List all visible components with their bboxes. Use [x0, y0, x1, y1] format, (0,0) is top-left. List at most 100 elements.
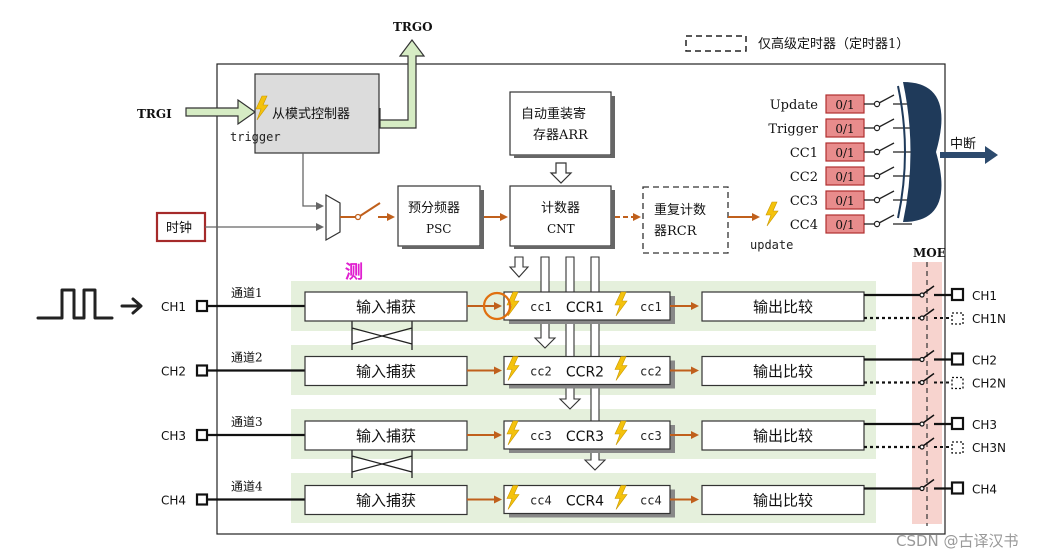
input-pin-2 — [195, 364, 209, 377]
cc-flag-label-right-3: cc3 — [640, 429, 662, 443]
input-capture-4 — [304, 484, 468, 516]
interrupt-label-cc1: CC1 — [790, 146, 818, 161]
clock-box — [155, 211, 207, 243]
cc-flag-label-left-3: cc3 — [530, 429, 552, 443]
interrupt-flag-value: 0/1 — [835, 170, 854, 184]
interrupt-enable-switch — [878, 166, 895, 176]
output-compare-label-4: 输出比较 — [753, 492, 813, 510]
input-pin-4 — [195, 493, 209, 506]
moe-switch-n-3 — [922, 437, 935, 447]
arr-to-cnt-arrow — [549, 162, 573, 184]
interrupt-enable-switch — [878, 142, 895, 152]
slave-mode-controller — [254, 73, 380, 154]
capture-compare-register-4 — [503, 484, 671, 515]
ccr-label-1: CCR1 — [566, 300, 604, 316]
capture-compare-register-2 — [503, 355, 671, 386]
trgi-arrow — [185, 98, 257, 126]
input-pin-label-1: CH1 — [161, 300, 186, 314]
output-pin-3 — [950, 416, 965, 431]
input-capture-label-1: 输入捕获 — [356, 298, 416, 316]
auto-reload-arr — [509, 91, 612, 156]
interrupt-label-cc4: CC4 — [790, 218, 818, 233]
cc-flag-label-right-1: cc1 — [640, 300, 662, 314]
arr-line2: 存器ARR — [533, 128, 589, 143]
channel-name-4: 通道4 — [231, 480, 263, 494]
cc-flag-label-right-2: cc2 — [640, 365, 662, 379]
interrupt-label-trigger: Trigger — [768, 122, 818, 137]
input-pin-label-4: CH4 — [161, 494, 186, 508]
cnt-to-ch2-arrow — [558, 256, 582, 410]
moe-switch-n-1 — [922, 308, 935, 318]
interrupt-or-gate — [903, 82, 942, 222]
output-compare-2 — [701, 355, 865, 387]
rcr-line2: 器RCR — [654, 224, 698, 239]
interrupt-flag-value: 0/1 — [835, 194, 854, 208]
clock-mux — [325, 193, 341, 242]
output-compare-label-2: 输出比较 — [753, 363, 813, 381]
interrupt-flag-value: 0/1 — [835, 98, 854, 112]
trgo-label: TRGO — [393, 20, 433, 34]
moe-label: MOE — [913, 246, 946, 260]
interrupt-label-cc2: CC2 — [790, 170, 818, 185]
handwritten-annotation: 测 — [345, 261, 363, 283]
output-pin-label-3: CH3 — [972, 418, 997, 432]
capture-compare-register-1 — [503, 291, 671, 321]
capture-cross-1-2 — [351, 320, 413, 350]
interrupt-flag-value: 0/1 — [835, 218, 854, 232]
moe-switch-1 — [922, 285, 935, 295]
wave-arrow-icon — [120, 297, 143, 315]
interrupt-label-update: Update — [770, 98, 819, 113]
output-pin-label-2: CH2 — [972, 354, 997, 368]
output-pin-n-2 — [951, 376, 964, 390]
input-pin-1 — [195, 299, 209, 313]
watermark: CSDN @古译汉书 — [896, 532, 1019, 550]
channel-name-3: 通道3 — [231, 415, 263, 429]
interrupt-flag-value: 0/1 — [835, 122, 854, 136]
legend-dashed-box — [685, 35, 747, 52]
cc-flag-label-left-4: cc4 — [530, 494, 552, 508]
output-pin-n-label-3: CH3N — [972, 441, 1006, 455]
input-pin-label-3: CH3 — [161, 429, 186, 443]
output-pin-4 — [950, 481, 965, 495]
legend-text: 仅高级定时器（定时器1） — [758, 36, 909, 52]
output-pin-2 — [950, 352, 965, 366]
input-capture-label-3: 输入捕获 — [356, 427, 416, 445]
clock-switch-pin — [354, 213, 362, 221]
trgi-label: TRGI — [137, 107, 172, 121]
rcr-line1: 重复计数 — [654, 202, 706, 218]
cnt-line2: CNT — [547, 222, 575, 236]
output-pin-label-1: CH1 — [972, 289, 997, 303]
update-event-label: update — [750, 238, 793, 252]
output-pin-n-label-2: CH2N — [972, 377, 1006, 391]
psc-line1: 预分频器 — [408, 201, 460, 216]
moe-switch-n-2 — [922, 372, 935, 383]
ccr-label-2: CCR2 — [566, 365, 604, 381]
prescaler-psc — [397, 185, 481, 247]
output-compare-3 — [701, 420, 865, 451]
ccr-label-4: CCR4 — [566, 494, 604, 510]
cc-flag-label-right-4: cc4 — [640, 494, 662, 508]
input-capture-2 — [304, 355, 468, 387]
arr-line1: 自动重装寄 — [521, 106, 586, 122]
interrupt-enable-switch — [878, 94, 895, 104]
interrupt-output-label: 中断 — [950, 137, 976, 152]
moe-switch-4 — [922, 478, 935, 489]
clock-switch — [359, 202, 381, 217]
output-compare-label-3: 输出比较 — [753, 427, 813, 445]
channel-name-2: 通道2 — [231, 351, 263, 365]
output-pin-n-1 — [951, 312, 964, 325]
input-pin-label-2: CH2 — [161, 365, 186, 379]
input-capture-label-2: 输入捕获 — [356, 363, 416, 381]
highlight-circle — [482, 291, 512, 321]
trgo-arrow — [379, 39, 426, 129]
interrupt-enable-switch — [878, 190, 895, 200]
cnt-line1: 计数器 — [541, 201, 580, 216]
output-compare-label-1: 输出比较 — [753, 298, 813, 316]
slave-to-mux-line — [302, 153, 324, 210]
input-pin-3 — [195, 428, 209, 442]
